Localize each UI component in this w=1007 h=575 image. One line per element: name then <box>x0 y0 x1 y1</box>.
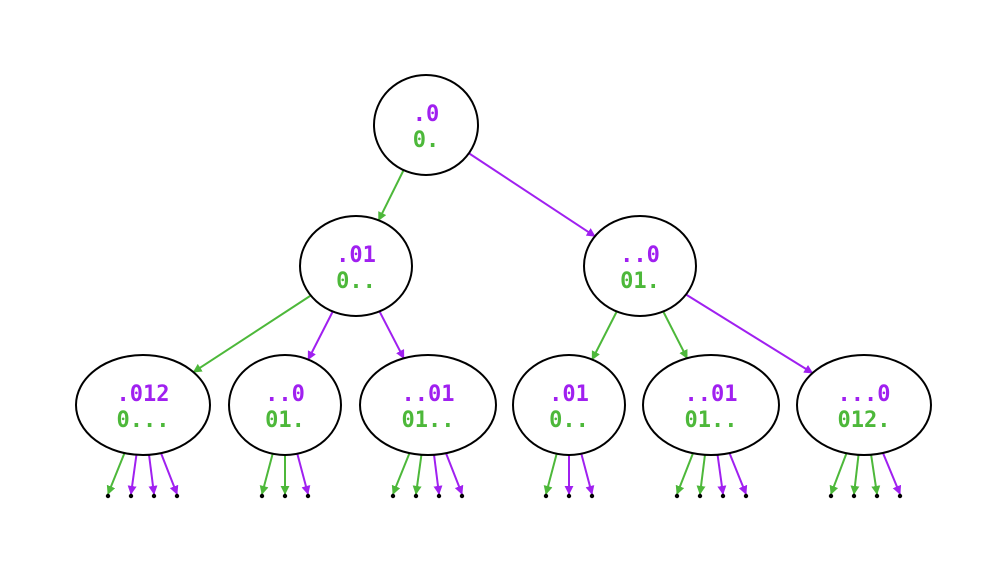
leaf-stub-dot-b3-0 <box>828 493 834 499</box>
edge-a-a3 <box>378 310 405 360</box>
node-ellipse <box>299 215 413 317</box>
edge-b-b2 <box>662 311 688 359</box>
leaf-stub-arrow-a2-2 <box>296 453 311 495</box>
node-top-label: .012 <box>117 382 170 407</box>
node-top-label: ..0 <box>620 243 660 268</box>
node-top-label: .0 <box>413 102 440 127</box>
leaf-stub-arrow-b3-1 <box>850 454 860 495</box>
node-ellipse <box>512 354 626 456</box>
nodes: .00..010....001..0120.....001...0101...0… <box>75 74 932 456</box>
node-ellipse <box>359 354 497 456</box>
node-top-label: ..01 <box>402 382 455 407</box>
node-top-label: ..01 <box>685 382 738 407</box>
tree-node-b1: .010.. <box>512 354 626 456</box>
leaf-stub-arrow-b2-3 <box>728 452 748 495</box>
leaf-stub-arrow-a3-3 <box>445 452 464 495</box>
leaf-stub-dot-b2-0 <box>674 493 680 499</box>
edge-b-b3 <box>685 293 814 374</box>
leaf-stub-arrow-b3-3 <box>882 452 902 495</box>
leaf-stub-arrow-b1-2 <box>580 453 595 495</box>
leaf-stub-dot-a1-0 <box>105 493 111 499</box>
leaf-stub-arrow-b3-0 <box>829 452 848 495</box>
tree-node-a2: ..001. <box>228 354 342 456</box>
node-bottom-label: 0.. <box>549 408 589 433</box>
node-bottom-label: 012. <box>838 408 891 433</box>
node-bottom-label: 01. <box>265 408 305 433</box>
node-ellipse <box>796 354 932 456</box>
node-bottom-label: 01. <box>620 269 660 294</box>
leaf-stubs <box>105 452 903 499</box>
leaf-stub-dot-a3-2 <box>436 493 442 499</box>
node-top-label: ...0 <box>838 382 891 407</box>
leaf-stub-dot-a3-3 <box>459 493 465 499</box>
leaf-stub-dot-b2-3 <box>743 493 749 499</box>
leaf-stub-arrow-a3-0 <box>391 452 411 495</box>
leaf-stub-arrow-a3-2 <box>433 454 443 495</box>
edge-a-a1 <box>192 294 312 373</box>
leaf-stub-dot-b2-1 <box>697 493 703 499</box>
leaf-stub-arrow-b2-2 <box>716 454 727 495</box>
leaf-stub-arrow-b3-2 <box>870 454 881 495</box>
leaf-stub-dot-b1-0 <box>543 493 549 499</box>
node-top-label: .01 <box>336 243 376 268</box>
leaf-stub-arrow-a3-1 <box>412 454 423 495</box>
node-bottom-label: 0. <box>413 128 440 153</box>
leaf-stub-dot-b1-1 <box>566 493 572 499</box>
leaf-stub-arrow-a1-1 <box>127 454 138 495</box>
leaf-stub-arrow-b1-0 <box>543 453 558 495</box>
node-ellipse <box>583 215 697 317</box>
leaf-stub-dot-a2-2 <box>305 493 311 499</box>
leaf-stub-dot-a1-1 <box>128 493 134 499</box>
node-bottom-label: 0... <box>117 408 170 433</box>
leaf-stub-dot-b2-2 <box>720 493 726 499</box>
tree-node-root: .00. <box>373 74 479 176</box>
edge-b-b1 <box>591 311 618 361</box>
leaf-stub-arrow-a1-0 <box>106 452 126 495</box>
tree-node-a: .010.. <box>299 215 413 317</box>
leaf-stub-arrow-a1-2 <box>148 454 158 495</box>
node-ellipse <box>373 74 479 176</box>
leaf-stub-dot-b1-2 <box>589 493 595 499</box>
leaf-stub-dot-b3-1 <box>851 493 857 499</box>
edge-root-a <box>377 169 405 222</box>
leaf-stub-arrow-b2-0 <box>675 452 694 495</box>
leaf-stub-dot-b3-3 <box>897 493 903 499</box>
node-bottom-label: 01.. <box>685 408 738 433</box>
leaf-stub-dot-a3-1 <box>413 493 419 499</box>
leaf-stub-arrow-b2-1 <box>696 454 706 495</box>
node-ellipse <box>228 354 342 456</box>
leaf-stub-dot-a2-1 <box>282 493 288 499</box>
node-bottom-label: 0.. <box>336 269 376 294</box>
node-bottom-label: 01.. <box>402 408 455 433</box>
node-ellipse <box>642 354 780 456</box>
leaf-stub-dot-a2-0 <box>259 493 265 499</box>
node-top-label: .01 <box>549 382 589 407</box>
leaf-stub-dot-a1-2 <box>151 493 157 499</box>
edge-a-a2 <box>307 311 334 361</box>
node-top-label: ..0 <box>265 382 305 407</box>
leaf-stub-arrow-a1-3 <box>160 452 179 495</box>
edges <box>192 152 814 374</box>
edge-root-b <box>468 152 596 238</box>
leaf-stub-arrow-a2-0 <box>259 453 274 495</box>
leaf-stub-dot-b3-2 <box>874 493 880 499</box>
tree-node-b: ..001. <box>583 215 697 317</box>
leaf-stub-dot-a1-3 <box>174 493 180 499</box>
leaf-stub-dot-a3-0 <box>390 493 396 499</box>
tree-node-a1: .0120... <box>75 354 211 456</box>
node-ellipse <box>75 354 211 456</box>
